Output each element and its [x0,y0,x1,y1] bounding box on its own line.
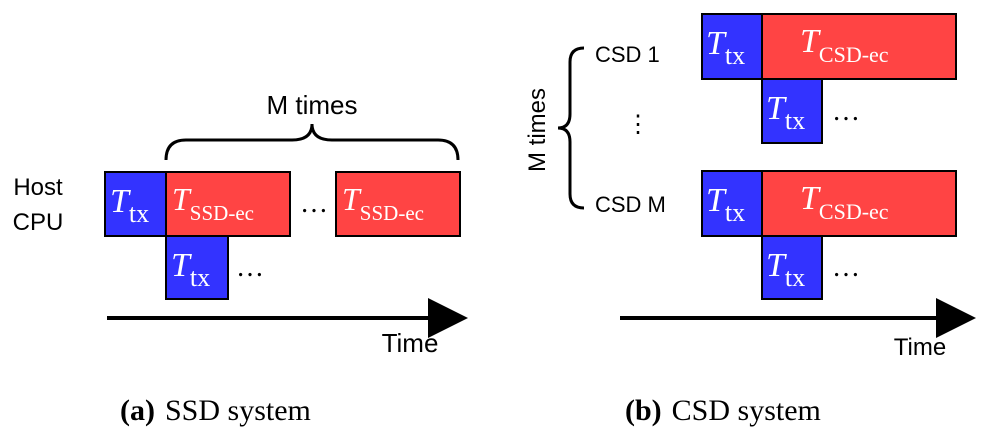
m-times-label-a: M times [267,90,358,120]
vertical-ellipsis: ⋮ [626,111,650,138]
panel-b-csd-system: M times CSD 1 ⋮ CSD M Ttx TCSD-ec Ttx … … [524,13,976,427]
ellipsis-a-2: … [236,252,264,283]
horizontal-brace [164,123,460,161]
host-cpu-label-line1: Host [13,174,63,201]
ellipsis-b-2: … [832,252,860,283]
csd-1-label: CSD 1 [595,42,660,67]
tx-block-a-1 [104,171,167,237]
csd-ec-label-b-2: TCSD-ec [800,180,889,224]
caption-a: (a)SSD system [120,394,311,427]
tx-block-b-2 [761,78,823,144]
ssd-ec-block-a-2 [335,171,461,237]
ssd-ec-label-a-1: TSSD-ec [172,181,254,225]
tx-block-b-3 [701,170,763,237]
ellipsis-a-1: … [300,188,328,219]
tx-label-a-1: Ttx [110,183,149,228]
caption-b: (b)CSD system [625,394,821,427]
tx-label-a-2: Ttx [171,247,210,292]
panel-a-ssd-system: Host CPU M times Ttx TSSD-ec … TSSD-ec T… [13,90,468,427]
csd-m-label: CSD M [595,192,666,217]
csd-ec-label-b-1: TCSD-ec [800,23,889,67]
time-label-b: Time [894,334,946,361]
csd-ec-block-b-1 [761,13,957,80]
time-label-a: Time [382,328,439,358]
tx-label-b-4: Ttx [766,247,805,292]
csd-ec-block-b-2 [761,170,957,237]
tx-block-a-2 [165,235,229,300]
vertical-brace [557,46,585,210]
ellipsis-b-1: … [832,96,860,127]
host-cpu-label-line2: CPU [13,209,64,236]
m-times-label-b: M times [524,88,551,172]
tx-block-b-4 [761,235,823,300]
tx-label-b-2: Ttx [766,90,805,135]
tx-label-b-3: Ttx [706,182,745,227]
tx-label-b-1: Ttx [706,25,745,70]
ssd-ec-block-a-1 [165,171,291,237]
ssd-ec-label-a-2: TSSD-ec [342,181,424,225]
